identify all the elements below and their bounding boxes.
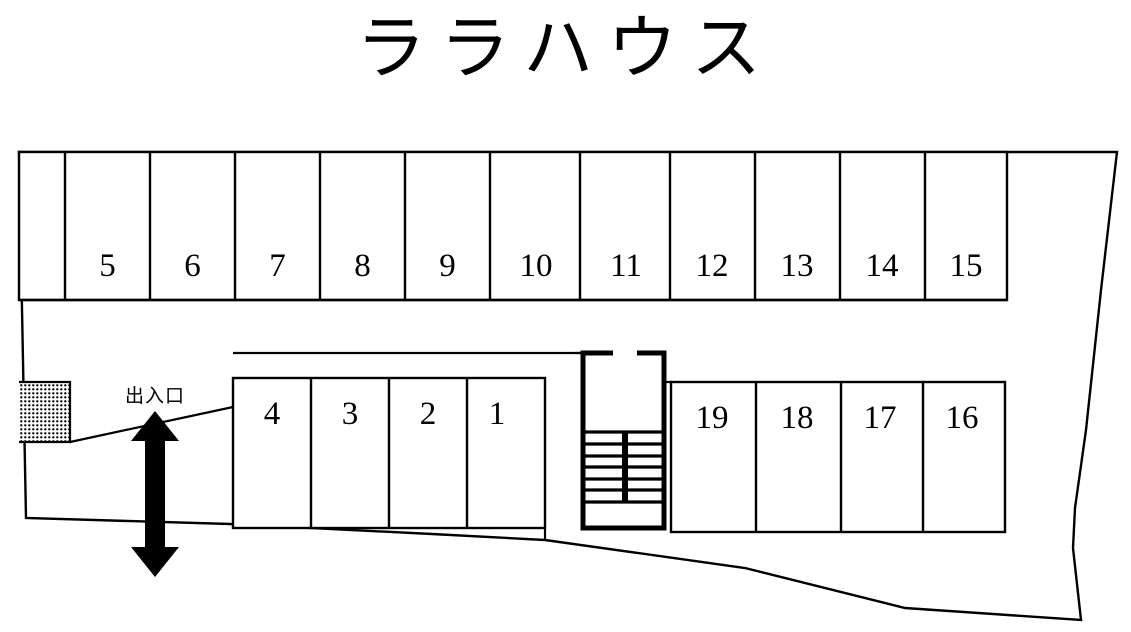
stall-14[interactable]: 14 xyxy=(866,248,899,284)
stall-10[interactable]: 10 xyxy=(520,248,553,284)
lower-right-parking-row: 19 18 17 16 xyxy=(669,380,1007,534)
stall-12[interactable]: 12 xyxy=(696,248,729,284)
stall-3[interactable]: 3 xyxy=(342,396,359,432)
stall-8[interactable]: 8 xyxy=(354,248,371,284)
stall-19[interactable]: 19 xyxy=(696,400,729,436)
stall-7[interactable]: 7 xyxy=(269,248,286,284)
stall-11[interactable]: 11 xyxy=(610,248,642,284)
lower-left-parking-row: 4 3 2 1 xyxy=(231,376,547,530)
stairs-structure xyxy=(575,350,672,531)
top-parking-row: 5 6 7 8 9 10 11 12 13 14 15 xyxy=(17,150,1009,302)
stall-17[interactable]: 17 xyxy=(864,400,897,436)
top-row-frame xyxy=(17,150,1009,302)
stairs-icon xyxy=(583,430,664,504)
stall-16[interactable]: 16 xyxy=(946,400,979,436)
stall-4[interactable]: 4 xyxy=(264,396,281,432)
lower-right-row-frame xyxy=(669,380,1007,534)
page-title: ララハウス xyxy=(355,7,776,89)
stall-15[interactable]: 15 xyxy=(950,248,983,284)
stall-1[interactable]: 1 xyxy=(489,396,506,432)
stall-5[interactable]: 5 xyxy=(99,248,116,284)
double-headed-arrow-icon xyxy=(131,411,179,577)
hatched-area-border xyxy=(19,380,72,444)
stall-9[interactable]: 9 xyxy=(439,248,456,284)
stall-13[interactable]: 13 xyxy=(781,248,814,284)
stall-2[interactable]: 2 xyxy=(420,396,437,432)
stall-6[interactable]: 6 xyxy=(184,248,201,284)
stall-18[interactable]: 18 xyxy=(781,400,814,436)
hatched-area-icon xyxy=(19,382,70,442)
entrance-label: 出入口 xyxy=(125,385,185,407)
stairs-outer-wall xyxy=(580,350,667,531)
